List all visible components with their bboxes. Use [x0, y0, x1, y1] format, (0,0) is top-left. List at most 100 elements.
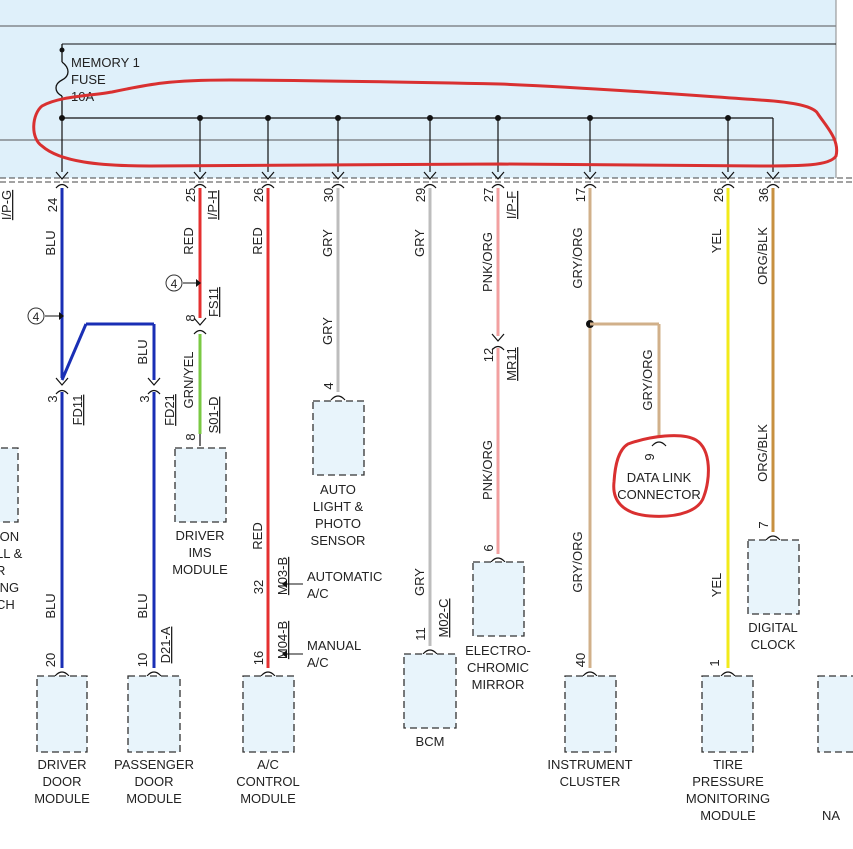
electrochromic-mirror-module: [472, 561, 525, 637]
wire-color-label: GRY/ORG: [570, 227, 585, 288]
wire-color-label: GRY: [320, 317, 335, 345]
instrument-cluster-module: [564, 675, 617, 753]
module-label: PHOTO: [315, 516, 361, 531]
pin-label: 30: [321, 188, 336, 202]
module-label: CONNECTOR: [617, 487, 701, 502]
pin-label: 7: [756, 521, 771, 528]
wire-color-label: PNK/ORG: [480, 440, 495, 500]
partial-module-label: LL &: [0, 546, 23, 561]
module-label: IMS: [188, 545, 211, 560]
fuse-symbol: [55, 61, 69, 97]
top-connector-symbols: [55, 171, 780, 189]
module-label: PASSENGER: [114, 757, 194, 772]
module-label: CLUSTER: [560, 774, 621, 789]
wire-color-label: BLU: [43, 593, 58, 618]
option-manual-line-2: A/C: [307, 655, 329, 670]
wire-color-label: BLU: [135, 339, 150, 364]
highlight-dlc-annotation: [612, 434, 710, 518]
module-label: MONITORING: [686, 791, 770, 806]
auto-light-photo-sensor: [312, 400, 365, 476]
wire-color-label: RED: [181, 227, 196, 254]
wire-color-label: GRY/ORG: [640, 349, 655, 410]
wire-color-label: PNK/ORG: [480, 232, 495, 292]
wire-color-label: GRY: [412, 568, 427, 596]
connector-label: FD21: [162, 394, 177, 426]
wire-color-label: BLU: [43, 230, 58, 255]
bcm-module: [403, 653, 457, 729]
passenger-door-module: [127, 675, 181, 753]
module-label: CONTROL: [236, 774, 300, 789]
option-automatic-line-1: AUTOMATIC: [307, 569, 382, 584]
module-label: PRESSURE: [692, 774, 764, 789]
pin-label: 24: [45, 198, 60, 212]
wire-color-label: RED: [250, 227, 265, 254]
callout-number: 4: [171, 277, 178, 291]
pin-label: 8: [183, 433, 198, 440]
pin-label: 26: [251, 188, 266, 202]
partial-module-label: ION: [0, 529, 19, 544]
wire-color-label: YEL: [709, 229, 724, 254]
inline-connector-symbols: [55, 317, 505, 395]
power-distribution-panel: [0, 0, 836, 178]
partial-module-label: CH: [0, 597, 15, 612]
pin-label: 3: [137, 395, 152, 402]
callout-arrowhead: [196, 279, 201, 287]
module-label: DATA LINK: [627, 470, 692, 485]
connector-label: M04-B: [275, 621, 290, 659]
module-label: MODULE: [700, 808, 756, 823]
ac-control-module: [242, 675, 295, 753]
pin-label: 11: [413, 627, 428, 641]
driver-door-module: [36, 675, 88, 753]
wire-color-label: RED: [250, 522, 265, 549]
partial-module-label: NA: [822, 808, 840, 823]
partial-module-label: ING: [0, 580, 19, 595]
wire-color-label: GRY: [412, 229, 427, 257]
module-label: BCM: [416, 734, 445, 749]
pin-label: 26: [711, 188, 726, 202]
fuse-label-line-1: MEMORY 1: [71, 55, 140, 70]
pin-label: 17: [573, 188, 588, 202]
module-label: LIGHT &: [313, 499, 364, 514]
fuse-label-line-2: FUSE: [71, 72, 106, 87]
module-connector-symbols: [54, 395, 781, 677]
pin-label: 1: [707, 659, 722, 666]
connector-label: S01-D: [206, 397, 221, 434]
connector-label: D21-A: [158, 626, 173, 663]
pin-label: 8: [183, 314, 198, 321]
pin-label: 12: [481, 348, 496, 362]
pin-label: 36: [756, 188, 771, 202]
module-label: MODULE: [34, 791, 90, 806]
pin-label: 9: [642, 453, 657, 460]
callout-number: 4: [33, 310, 40, 324]
partial-left-module: [0, 447, 19, 523]
pin-label: 6: [481, 544, 496, 551]
driver-ims-module: [174, 447, 227, 523]
module-label: ELECTRO-: [465, 643, 531, 658]
module-label: MODULE: [172, 562, 228, 577]
option-manual-line-1: MANUAL: [307, 638, 361, 653]
module-label: MODULE: [240, 791, 296, 806]
module-label: INSTRUMENT: [547, 757, 632, 772]
pin-label: 25: [183, 188, 198, 202]
partial-right-module: [817, 675, 853, 753]
module-label: MODULE: [126, 791, 182, 806]
connector-label: I/P-F: [504, 191, 519, 219]
pin-label: 3: [45, 395, 60, 402]
connector-label: M03-B: [275, 557, 290, 595]
highlight-bus-annotation: [32, 78, 839, 168]
option-automatic-line-2: A/C: [307, 586, 329, 601]
wire-splice-branch: [60, 323, 88, 381]
wire-color-label: GRY/ORG: [570, 531, 585, 592]
connector-label: M02-C: [436, 598, 451, 637]
pin-label: 10: [135, 653, 150, 667]
wire-color-label: GRY: [320, 229, 335, 257]
connector-label: I/P-H: [205, 190, 220, 220]
module-label: DRIVER: [37, 757, 86, 772]
module-label: TIRE: [713, 757, 743, 772]
connector-label: FD11: [70, 395, 85, 426]
pin-label: 27: [481, 188, 496, 202]
pin-label: 32: [251, 580, 266, 594]
connector-label: I/P-G: [0, 190, 14, 220]
pin-label: 16: [251, 651, 266, 665]
